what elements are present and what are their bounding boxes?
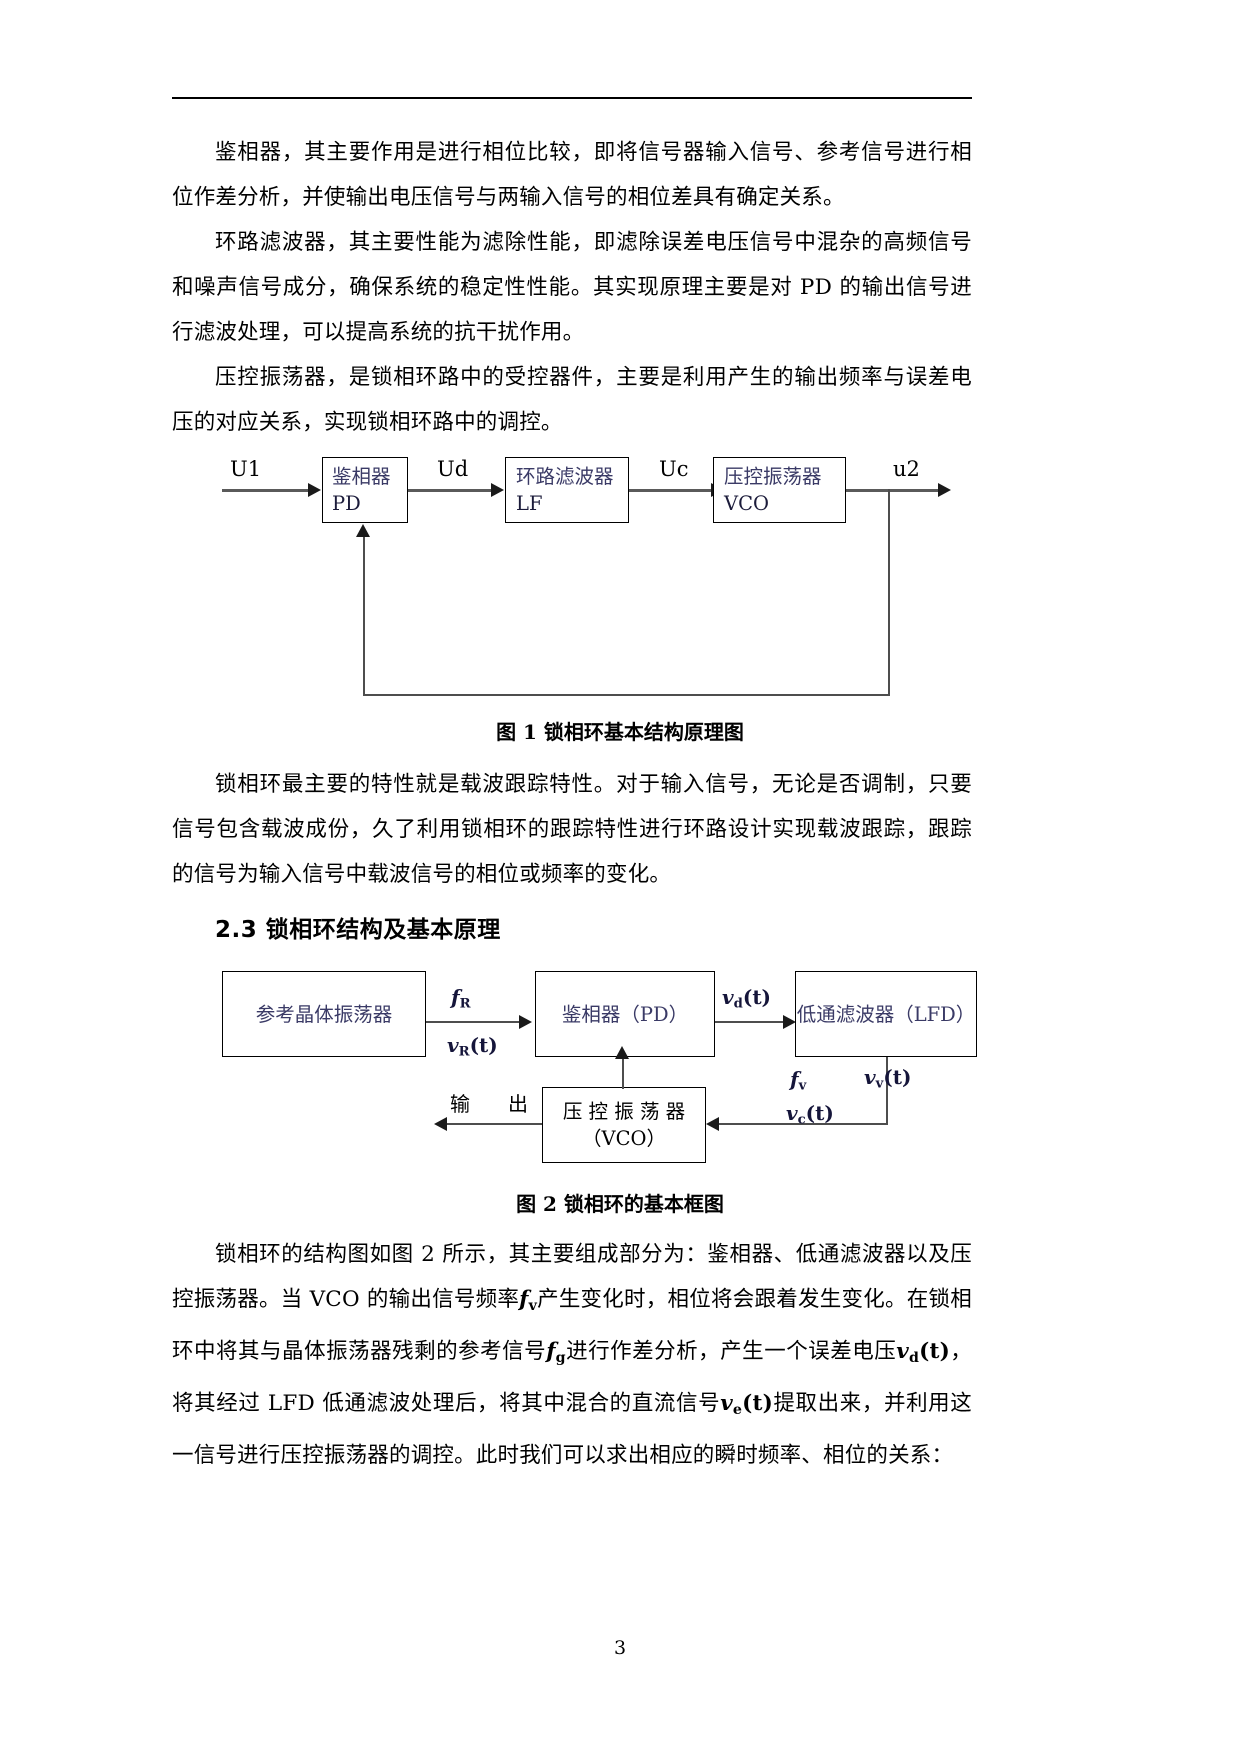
fig1-lf-vco-line xyxy=(629,489,713,492)
fig1-label-u2: u2 xyxy=(893,457,920,481)
final-text-part-1: 锁相环的结构图如图 2 所示，其主要组成部分为：鉴相器、低通滤波器以及压控振荡器… xyxy=(172,1242,972,1312)
header-rule xyxy=(172,97,972,99)
fig2-box-vco-line2: （VCO） xyxy=(582,1127,666,1150)
fig1-label-u1: U1 xyxy=(230,457,262,481)
fig1-input-arrowhead xyxy=(308,483,321,497)
fig2-box-pd-label: 鉴相器（PD） xyxy=(561,1002,689,1026)
fig2-label-fR: fR xyxy=(451,985,471,1012)
figure-1-caption: 图 1 锁相环基本结构原理图 xyxy=(496,720,744,744)
fig2-label-fv: fv xyxy=(790,1067,807,1094)
page-number: 3 xyxy=(613,1637,627,1659)
fig1-box-phase-detector: 鉴相器 PD xyxy=(322,457,408,523)
fig2-lfd-down-line xyxy=(886,1057,888,1125)
inline-math-fg: fg xyxy=(546,1338,566,1366)
paragraph-loop-filter: 环路滤波器，其主要性能为滤除性能，即滤除误差电压信号中混杂的高频信号和噪声信号成… xyxy=(172,230,972,345)
fig2-vco-pd-line xyxy=(622,1057,624,1089)
fig1-label-uc: Uc xyxy=(659,457,689,481)
fig1-feedback-vline-left xyxy=(363,537,365,695)
fig2-label-vdt: vd(t) xyxy=(722,985,772,1012)
fig1-output-line xyxy=(846,489,942,492)
fig2-box-vco: 压 控 振 荡 器 （VCO） xyxy=(542,1087,706,1163)
final-text-part-2: 产生变化时，相位将会跟着发生变化。在锁相环中将其与晶体振荡器残剩的参考信号 xyxy=(172,1287,972,1364)
fig2-box-vco-line1: 压 控 振 荡 器 xyxy=(562,1100,686,1123)
final-text-part-4: ，将其经过 LFD 低通滤波处理后，将其中混合的直流信号 xyxy=(172,1338,972,1416)
fig1-feedback-vline-right xyxy=(888,489,890,696)
inline-math-vdt: vd(t) xyxy=(896,1338,950,1366)
fig2-label-vct: vc(t) xyxy=(786,1101,834,1128)
fig1-pd-lf-line xyxy=(408,489,493,492)
fig1-box2-ascii: LF xyxy=(516,492,543,515)
fig1-box-vco: 压控振荡器 VCO xyxy=(713,457,846,523)
figure-2-caption: 图 2 锁相环的基本框图 xyxy=(516,1192,724,1216)
fig1-output-arrowhead xyxy=(938,483,951,497)
fig2-box-lfd-label: 低通滤波器（LFD） xyxy=(796,1002,976,1026)
fig1-box-loop-filter: 环路滤波器 LF xyxy=(505,457,629,523)
fig2-box-reference-oscillator: 参考晶体振荡器 xyxy=(222,971,426,1057)
section-heading-2-3: 2.3 锁相环结构及基本原理 xyxy=(215,917,501,943)
body-text-after-fig1: 锁相环最主要的特性就是载波跟踪特性。对于输入信号，无论是否调制，只要信号包含载波… xyxy=(172,762,972,897)
fig2-lfd-left-line xyxy=(716,1123,888,1125)
inline-math-fv: fv xyxy=(519,1287,538,1314)
fig2-vco-pd-arrowhead xyxy=(615,1046,629,1059)
fig1-input-line xyxy=(222,489,310,492)
fig1-box1-ascii: PD xyxy=(332,492,361,515)
fig2-label-vvt: vv(t) xyxy=(864,1065,912,1092)
fig2-ref-pd-line xyxy=(426,1021,522,1023)
fig1-box3-cn: 压控振荡器 xyxy=(724,465,822,488)
fig2-output-line xyxy=(444,1123,542,1125)
fig2-pd-lfd-arrowhead xyxy=(783,1015,796,1029)
inline-math-vet: ve(t) xyxy=(720,1390,774,1418)
fig1-box1-cn: 鉴相器 xyxy=(332,465,391,488)
fig1-pd-lf-arrowhead xyxy=(491,483,504,497)
fig1-feedback-arrowhead xyxy=(356,524,370,537)
paragraph-carrier-tracking: 锁相环最主要的特性就是载波跟踪特性。对于输入信号，无论是否调制，只要信号包含载波… xyxy=(172,772,972,887)
fig2-lfd-vco-arrowhead xyxy=(706,1117,719,1131)
fig2-box-low-pass-filter: 低通滤波器（LFD） xyxy=(795,971,977,1057)
fig1-label-ud: Ud xyxy=(437,457,469,481)
fig2-output-arrowhead xyxy=(434,1117,447,1131)
paragraph-vco: 压控振荡器，是锁相环路中的受控器件，主要是利用产生的输出频率与误差电压的对应关系… xyxy=(172,365,972,435)
fig2-box-reference-label: 参考晶体振荡器 xyxy=(255,1002,393,1026)
fig2-pd-lfd-line xyxy=(715,1021,785,1023)
fig2-ref-pd-arrowhead xyxy=(519,1015,532,1029)
final-text-part-3: 进行作差分析，产生一个误差电压 xyxy=(565,1338,897,1364)
paragraph-phase-detector: 鉴相器，其主要作用是进行相位比较，即将信号器输入信号、参考信号进行相位作差分析，… xyxy=(172,140,972,210)
fig1-box3-ascii: VCO xyxy=(724,492,769,515)
fig2-label-vRt: vR(t) xyxy=(447,1033,498,1060)
fig2-label-output: 输 出 xyxy=(450,1092,537,1116)
body-text-final: 锁相环的结构图如图 2 所示，其主要组成部分为：鉴相器、低通滤波器以及压控振荡器… xyxy=(172,1232,972,1478)
body-text-top: 鉴相器，其主要作用是进行相位比较，即将信号器输入信号、参考信号进行相位作差分析，… xyxy=(172,130,972,445)
fig1-box2-cn: 环路滤波器 xyxy=(516,465,614,488)
paragraph-structure-explanation: 锁相环的结构图如图 2 所示，其主要组成部分为：鉴相器、低通滤波器以及压控振荡器… xyxy=(172,1232,972,1478)
fig1-feedback-hline xyxy=(363,694,890,696)
final-text-part-5: 提取出来，并利用这一信号进行压控振荡器的调控。此时我们可以求出相应的瞬时频率、相… xyxy=(172,1390,972,1468)
fig2-box-phase-detector: 鉴相器（PD） xyxy=(535,971,715,1057)
